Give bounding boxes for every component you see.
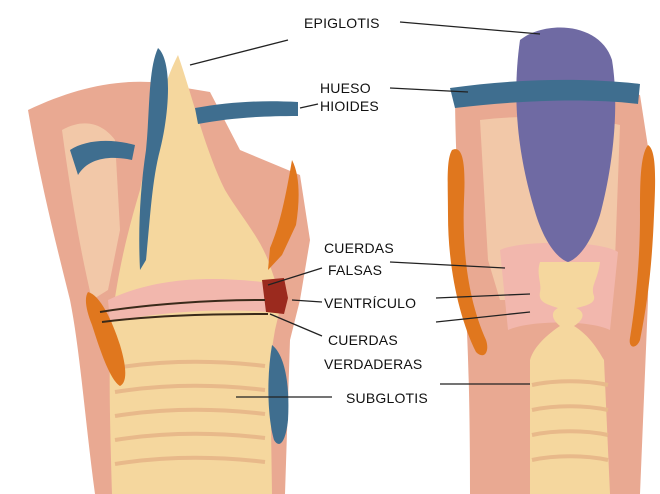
label-subglotis: SUBGLOTIS	[346, 390, 428, 406]
label-epiglotis: EPIGLOTIS	[304, 15, 380, 31]
label-ventriculo: VENTRÍCULO	[324, 295, 416, 311]
label-cuerdas-verdaderas-line1: CUERDAS	[328, 332, 398, 348]
label-hioides: HIOIDES	[320, 98, 379, 114]
coronal-view	[448, 27, 655, 494]
leader-epiglotis-left	[190, 40, 288, 65]
label-cuerdas-falsas-line1: CUERDAS	[324, 240, 394, 256]
label-hueso: HUESO	[320, 80, 371, 96]
label-cuerdas-falsas-line2: FALSAS	[328, 262, 382, 278]
leader-hueso-left	[300, 104, 318, 108]
leader-epiglotis-right	[400, 22, 540, 34]
label-cuerdas-verdaderas-line2: VERDADERAS	[324, 356, 422, 372]
sagittal-view	[28, 48, 310, 494]
